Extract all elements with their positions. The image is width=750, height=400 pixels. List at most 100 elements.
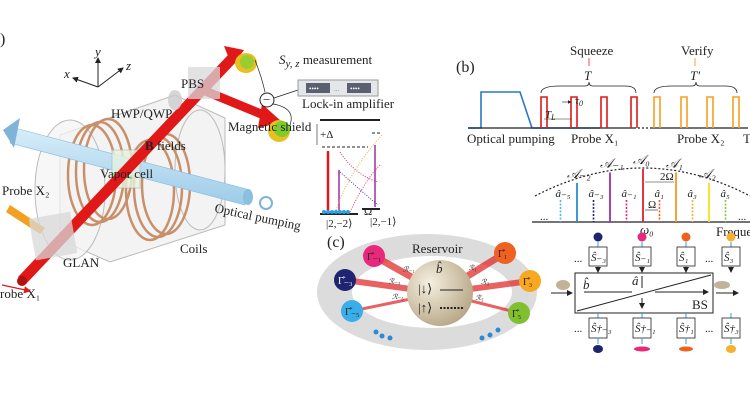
gamma-mode-sphere (334, 269, 356, 291)
panel-b-label: (b) (456, 59, 475, 76)
axis-y-label: y (93, 44, 101, 59)
squeezer-top-label: Ŝ₋₁ (635, 252, 650, 264)
measurement-subscript: y, z (285, 58, 301, 70)
panel-b: (b) Squeeze Verify T T' TL τ0 Optical pu… (456, 43, 750, 239)
delta-label: +Δ (320, 129, 333, 141)
probe-x2-label-b: Probe X₂ (677, 131, 725, 146)
more-modes-dots (373, 327, 501, 341)
subtractor-sign: − (263, 92, 270, 107)
probe-x2-pulse-2 (706, 96, 714, 128)
b-fields-text: fields (154, 138, 186, 153)
optical-pumping-label-b: Optical pumping (467, 131, 555, 146)
comb-ellipsis-right: ... (738, 211, 747, 223)
verify-label: Verify (681, 43, 714, 58)
circular-polarization-icon (259, 196, 273, 210)
input-mode-dot (681, 232, 691, 242)
axis-x-label: x (63, 66, 70, 81)
input-mode-dot (726, 232, 736, 242)
sideband-label: â₅ (721, 188, 731, 200)
s-bottom-ellipsis-left: ... (574, 323, 583, 335)
gamma-mode-label: Γ̂₋₅ (345, 307, 360, 318)
coupling-rate-label: ℛ₋₅ (392, 293, 404, 301)
probe-x2-pulse-0 (653, 96, 661, 128)
coils-label: Coils (180, 241, 207, 256)
spin-down-label: |↓⟩ (418, 281, 432, 296)
output-mode-dot (634, 346, 650, 352)
omega-label: Ω (364, 206, 372, 218)
gamma-mode-label: Γ̂₋₃ (338, 276, 353, 287)
b-fields-label: B fields (145, 138, 186, 153)
sideband-label: â₋₅ (556, 188, 571, 200)
gamma-modes: Γ̂₋₁Γ̂₋₃Γ̂₋₅Γ̂₁Γ̂₃Γ̂₅ (334, 242, 541, 324)
waveplate (168, 90, 182, 110)
collective-mode-label: 𝒜₁ (666, 156, 683, 171)
output-state-blob (714, 281, 730, 289)
TL-subscript: L (550, 113, 556, 122)
photodetector-top (235, 53, 257, 73)
period-T-label: T (584, 68, 592, 83)
panel-a: ) y x z (0, 31, 396, 301)
collective-mode-label: 𝒜₂ (699, 166, 716, 181)
comb-ellipsis-left: ... (540, 211, 549, 223)
input-mode-dot (637, 232, 647, 242)
probe-x2-label: Probe X₂ (2, 183, 50, 198)
input-mode-dot (593, 232, 603, 242)
pbs-label: PBS (181, 76, 204, 91)
probe-x1-polarization (1, 284, 32, 294)
coupling-rate-label: ℛ₅ (476, 294, 485, 302)
collective-mode-label: 𝒜₋₁ (600, 156, 624, 171)
gamma-mode-label: Γ̂₃ (523, 277, 532, 288)
sideband-label: â₋₃ (589, 188, 604, 200)
state-2-minus1: |2,−1⟩ (370, 216, 396, 228)
vapor-cell-label: Vapor cell (100, 166, 153, 181)
gamma-mode-sphere (363, 245, 385, 267)
lockin-display-left: •••• (309, 85, 319, 93)
s-top-ellipsis-right: ... (705, 253, 714, 265)
tau0-symbol: τ (575, 95, 580, 107)
measurement-suffix: measurement (300, 52, 373, 67)
tau0-subscript: 0 (579, 99, 583, 108)
squeezer-top-label: Ŝ₃ (724, 252, 734, 264)
tau0-label: τ0 (575, 95, 583, 108)
pbs-cube (188, 67, 220, 99)
input-state-blob (556, 280, 570, 290)
glan-label: GLAN (63, 255, 100, 270)
sideband-label: â₋₁ (622, 188, 637, 200)
collective-mode-label: 𝒜₀ (633, 152, 650, 167)
gamma-mode-sphere (341, 300, 363, 322)
optical-pumping-label: Optical pumping (213, 200, 302, 233)
glan-prism (28, 211, 78, 261)
measurement-symbol: S (279, 52, 286, 67)
squeezer-top-label: Ŝ₁ (679, 252, 689, 264)
lockin-ellipsis: ... (334, 85, 340, 93)
TL-label: TL (545, 109, 556, 122)
s-bottom-ellipsis-right: ... (705, 323, 714, 335)
output-mode-dot (726, 345, 736, 353)
bs-a-hat: â (632, 273, 639, 288)
gamma-mode-label: Γ̂₁ (498, 249, 507, 260)
squeezer-bottom-label: Ŝ†₋₃ (591, 323, 612, 335)
gamma-mode-sphere (494, 242, 516, 264)
photodetector-bottom (268, 120, 290, 142)
squeeze-label: Squeeze (570, 43, 614, 58)
gamma-mode-label: Γ̂₅ (512, 309, 521, 320)
axis-z-label: z (125, 58, 131, 73)
probe-x1-label: robe X₁ (0, 286, 40, 301)
period-T-prime-label: T' (690, 68, 700, 83)
coupling-rate-label: ℛ₋₁ (403, 266, 415, 274)
envelope-curve (534, 167, 750, 197)
brace-T (540, 81, 637, 94)
omega-spacing-label: Ω (648, 199, 656, 211)
trailing-T-label: T (743, 131, 750, 146)
squeezer-top-label: Ŝ₋₃ (591, 252, 606, 264)
lock-in-amplifier: •••• •••• ... (297, 79, 379, 97)
hwp-qwp-label: HWP/QWP (111, 106, 172, 121)
b-hat-label: b̂ (436, 261, 443, 276)
probe-x1-pulse-0 (540, 96, 548, 128)
coupling-rate-label: ℛ₃ (481, 278, 490, 286)
central-spin-sphere (407, 260, 473, 326)
TL-symbol: T (545, 109, 552, 121)
frequency-axis-label: Freque (716, 224, 750, 239)
